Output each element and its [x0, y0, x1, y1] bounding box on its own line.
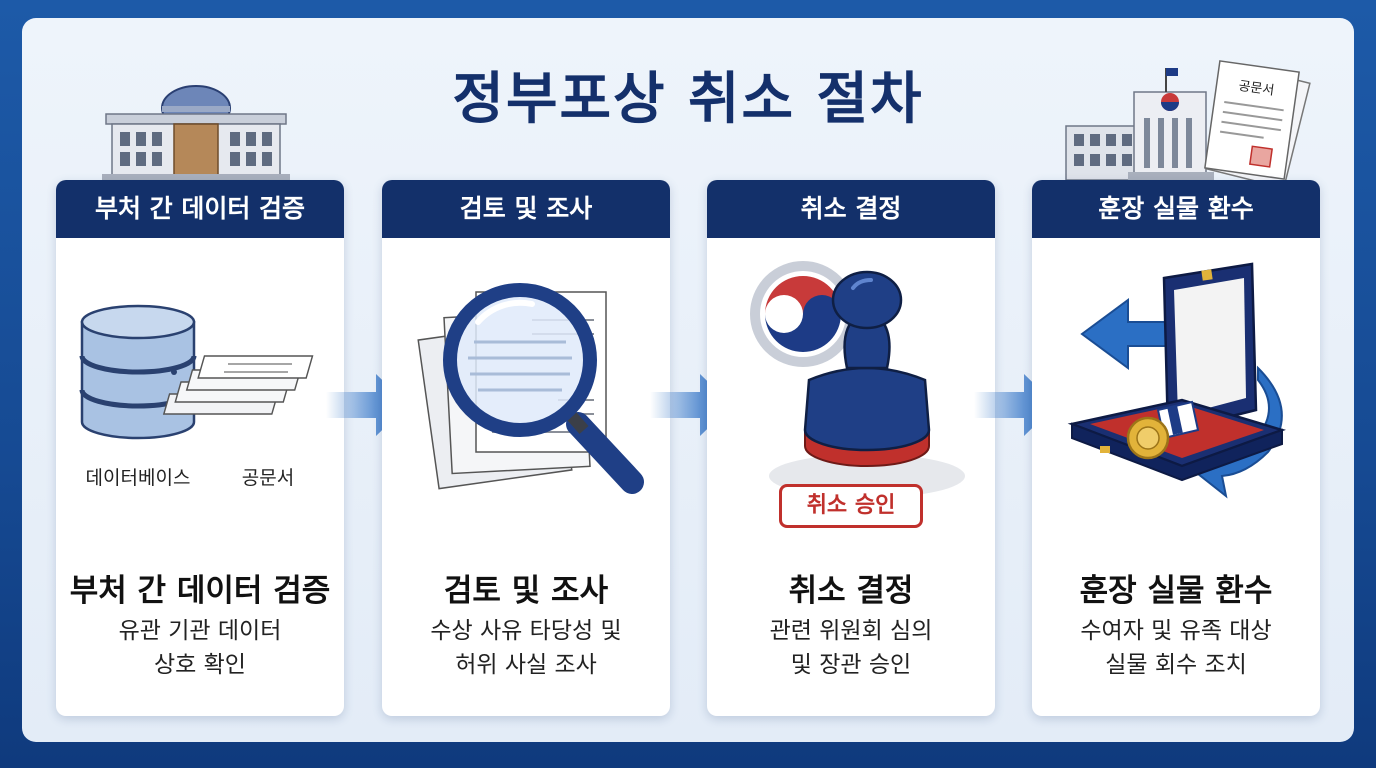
- national-assembly-icon: [102, 85, 290, 180]
- database-icon: [79, 304, 197, 440]
- document-title: 공문서: [1238, 79, 1276, 99]
- step-title: 취소 결정: [788, 573, 914, 609]
- step-desc-line: 상호 확인: [154, 652, 246, 678]
- document-stack-icon: [162, 355, 314, 415]
- rubber-stamp-icon: [769, 270, 965, 498]
- document-caption: 공문서: [242, 467, 294, 489]
- magnifier-icon: [443, 283, 644, 494]
- step-description: 수상 사유 타당성 및 허위 사실 조사: [382, 614, 670, 682]
- government-building-icon: [1065, 68, 1214, 181]
- medal-box-illustration: [1067, 262, 1286, 499]
- step-description: 관련 위원회 심의 및 장관 승인: [707, 614, 995, 682]
- step-title: 훈장 실물 환수: [1079, 573, 1273, 609]
- step-title: 검토 및 조사: [443, 573, 609, 609]
- step-card-cancellation-decision: 취소 결정 취소 승인 취소 결정 관련 위원회 심의 및 장관 승인: [707, 180, 995, 716]
- step-header: 훈장 실물 환수: [1032, 180, 1320, 238]
- step-header: 취소 결정: [707, 180, 995, 238]
- step-desc-line: 및 장관 승인: [790, 652, 912, 678]
- step-card-review: 검토 및 조사 검토 및 조사 수상 사유 타당성 및 허위 사실 조사: [382, 180, 670, 716]
- step-desc-line: 수상 사유 타당성 및: [430, 618, 622, 644]
- step-desc-line: 관련 위원회 심의: [769, 618, 933, 644]
- step-header: 부처 간 데이터 검증: [56, 180, 344, 238]
- step-description: 유관 기관 데이터 상호 확인: [56, 614, 344, 682]
- step-card-data-verification: 부처 간 데이터 검증 데이터베이스 공문서 부처 간 데이터 검증 유관 기관…: [56, 180, 344, 716]
- database-and-documents-illustration: 데이터베이스 공문서: [79, 304, 314, 489]
- step-desc-line: 실물 회수 조치: [1105, 652, 1247, 678]
- step-title: 부처 간 데이터 검증: [69, 573, 331, 609]
- database-caption: 데이터베이스: [86, 467, 191, 489]
- step-desc-line: 유관 기관 데이터: [118, 618, 282, 644]
- official-document-icon: 공문서: [1204, 60, 1311, 189]
- step-description: 수여자 및 유족 대상 실물 회수 조치: [1032, 614, 1320, 682]
- medal-case-icon: [1067, 262, 1286, 482]
- page-title: 정부포상 취소 절차: [452, 67, 924, 132]
- cancellation-approval-badge: 취소 승인: [779, 484, 923, 528]
- step-desc-line: 허위 사실 조사: [455, 652, 597, 678]
- step-card-medal-return: 훈장 실물 환수 훈장 실물 환수 수여자 및 유족 대상 실물 회수 조치: [1032, 180, 1320, 716]
- magnifier-documents-illustration: [417, 283, 644, 494]
- step-desc-line: 수여자 및 유족 대상: [1080, 618, 1272, 644]
- step-header: 검토 및 조사: [382, 180, 670, 238]
